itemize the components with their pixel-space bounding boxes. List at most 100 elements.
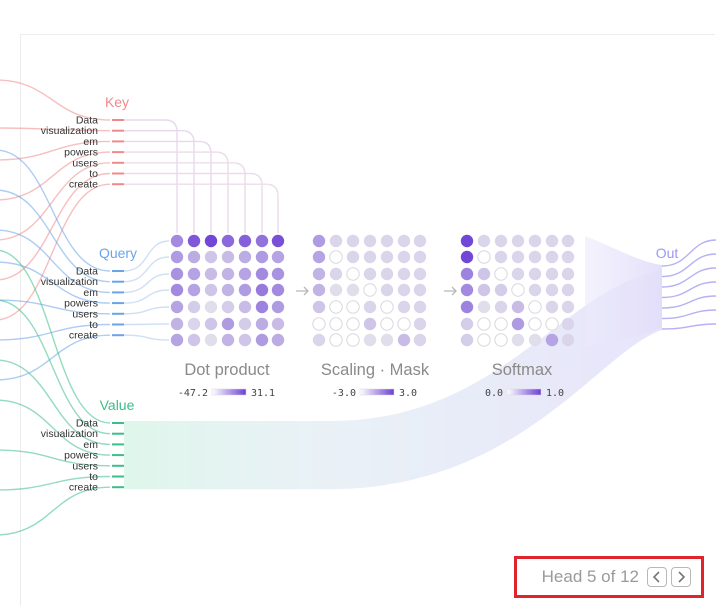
dot-product-cell xyxy=(170,234,184,248)
softmax-cell xyxy=(511,300,525,314)
stage-arrows xyxy=(296,286,457,296)
key-flow-line xyxy=(0,151,111,201)
scaling-mask-cell xyxy=(346,283,360,297)
scaling-mask-cell xyxy=(363,250,377,264)
key-token-label: create xyxy=(69,179,98,191)
dot-product-cell xyxy=(170,267,184,281)
softmax-cell xyxy=(477,234,491,248)
query-flow-line xyxy=(0,299,111,315)
dot-product-cell xyxy=(204,317,218,331)
softmax-cell xyxy=(528,283,542,297)
value-token-label: powers xyxy=(64,450,98,462)
dot-product-cell xyxy=(221,283,235,297)
query-token-label: em xyxy=(83,287,98,299)
softmax-cell xyxy=(477,300,491,314)
query-connector-line xyxy=(123,240,170,272)
dot-product-cell xyxy=(238,250,252,264)
scaling-mask-cell xyxy=(329,234,343,248)
key-token-label: visualization xyxy=(41,125,98,137)
scaling-mask-cell xyxy=(380,300,394,314)
softmax-cell xyxy=(561,317,575,331)
dot-product-cell xyxy=(187,234,201,248)
output-flow-lines xyxy=(661,239,716,330)
scaling-mask-cell xyxy=(380,283,394,297)
scaling-mask-cell xyxy=(363,267,377,281)
scaling-mask-cell xyxy=(413,250,427,264)
softmax-cell xyxy=(561,267,575,281)
scaling-mask-cell xyxy=(329,283,343,297)
scaling-mask-cell xyxy=(312,283,326,297)
dot-product-cell xyxy=(238,333,252,347)
scaling-mask-cell xyxy=(312,234,326,248)
chevron-left-icon xyxy=(652,571,660,583)
softmax-cell xyxy=(528,267,542,281)
query-connector-line xyxy=(123,256,170,283)
token-tick-marks xyxy=(112,119,124,489)
scaling-mask-cell xyxy=(413,333,427,347)
value-flow-line xyxy=(0,300,111,435)
query-token-label: visualization xyxy=(41,276,98,288)
scaling-mask-cell xyxy=(397,333,411,347)
query-token-label: to xyxy=(89,319,98,331)
softmax-cell xyxy=(477,250,491,264)
stage-arrow-icon xyxy=(444,286,457,296)
value-token-label: create xyxy=(69,482,98,494)
value-group-label: Value xyxy=(100,397,135,413)
dot-product-cell xyxy=(271,267,285,281)
softmax-cell xyxy=(545,234,559,248)
scaling-mask-cell xyxy=(363,300,377,314)
scale-min-label: -3.0 xyxy=(332,388,356,399)
scaling-mask-cell xyxy=(363,333,377,347)
scaling-mask-cell xyxy=(329,317,343,331)
chevron-right-icon xyxy=(678,571,686,583)
scaling-mask-cell xyxy=(413,283,427,297)
dot-product-cell xyxy=(271,333,285,347)
scaling-mask-cell xyxy=(380,333,394,347)
softmax-cell xyxy=(460,250,474,264)
stage-title: Softmax xyxy=(492,361,553,379)
query-flow-line xyxy=(0,189,111,283)
scaling-mask-cell xyxy=(413,300,427,314)
dot-product-cell xyxy=(238,300,252,314)
query-connector-line xyxy=(123,273,170,294)
dot-product-cell xyxy=(221,267,235,281)
value-flow-line xyxy=(0,486,111,536)
key-flow-line xyxy=(0,127,111,132)
scaling-mask-cell xyxy=(329,250,343,264)
scaling-mask-cell xyxy=(363,317,377,331)
key-flow-line xyxy=(0,183,111,320)
dot-product-cell xyxy=(204,283,218,297)
softmax-cell xyxy=(460,300,474,314)
previous-head-button[interactable] xyxy=(647,567,667,587)
next-head-button[interactable] xyxy=(671,567,691,587)
softmax-cell xyxy=(528,317,542,331)
out-flow-line xyxy=(661,267,716,288)
softmax-cell xyxy=(561,250,575,264)
dot-product-cell xyxy=(170,317,184,331)
dot-product-cell xyxy=(204,267,218,281)
softmax-cell xyxy=(511,317,525,331)
softmax-cell xyxy=(460,283,474,297)
value-flow-line xyxy=(0,449,111,467)
dot-product-cell xyxy=(187,250,201,264)
dot-product-cell xyxy=(271,283,285,297)
dot-product-cell xyxy=(255,267,269,281)
key-token-label: users xyxy=(72,157,98,169)
scaling-mask-cell xyxy=(312,333,326,347)
softmax-cell xyxy=(545,333,559,347)
softmax-cell xyxy=(494,333,508,347)
scaling-mask-cell xyxy=(346,300,360,314)
head-navigation: Head 5 of 12 xyxy=(514,556,704,598)
dot-product-cell xyxy=(187,333,201,347)
dot-product-cell xyxy=(255,300,269,314)
out-flow-line xyxy=(661,253,716,278)
query-token-label: Data xyxy=(76,266,98,278)
softmax-cell xyxy=(528,234,542,248)
key-connector-line xyxy=(124,183,279,233)
scaling-mask-cell xyxy=(346,333,360,347)
dot-product-cell xyxy=(238,283,252,297)
dot-product-cell xyxy=(221,234,235,248)
